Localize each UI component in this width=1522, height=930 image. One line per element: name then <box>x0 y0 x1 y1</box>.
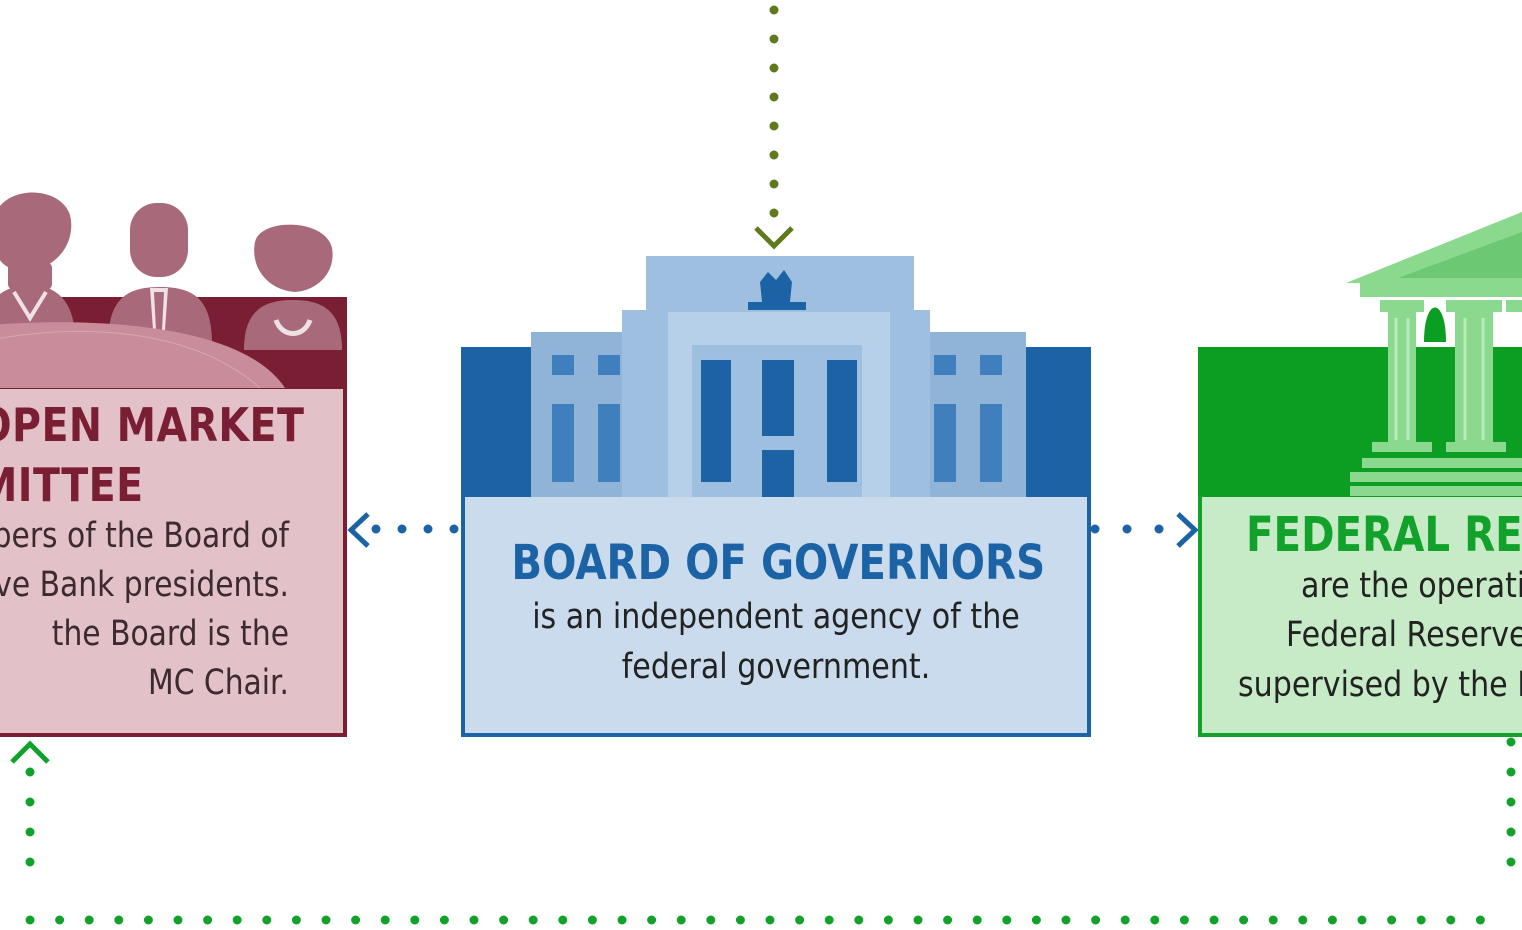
fomc-description: mbers of the Board of serve Bank preside… <box>0 512 289 708</box>
top-connector <box>754 5 794 250</box>
federal-reserve-banks-card <box>1198 497 1522 737</box>
fomc-body-line: mbers of the Board of <box>0 516 289 556</box>
fomc-body-line: the Board is the <box>51 614 289 654</box>
reserve-banks-body-line: supervised by the Bo <box>1238 665 1522 705</box>
board-body-line: is an independent agency of the <box>532 597 1020 637</box>
board-description: is an independent agency of the federal … <box>505 592 1047 692</box>
fomc-body-line: MC Chair. <box>148 663 289 703</box>
bottom-loop-connector <box>10 737 1516 925</box>
reserve-banks-title: FEDERAL RESE <box>1246 507 1522 563</box>
board-to-reserve-banks-connector <box>1090 512 1199 548</box>
board-to-fomc-connector <box>347 512 459 548</box>
board-body-line: federal government. <box>621 647 931 687</box>
reserve-banks-body-line: are the operatin <box>1301 566 1522 606</box>
right-arrowhead <box>1176 512 1199 548</box>
left-arrowhead <box>347 512 370 548</box>
bottom-arrowhead-up <box>10 740 50 764</box>
top-arrowhead-down <box>754 226 794 250</box>
fomc-card <box>0 385 347 737</box>
fomc-body-line: serve Bank presidents. <box>0 565 289 605</box>
board-of-governors-card <box>461 497 1091 737</box>
fomc-title-line-1: OPEN MARKET <box>0 398 305 452</box>
board-title: BOARD OF GOVERNORS <box>511 535 1046 591</box>
reserve-banks-body-line: Federal Reserve S <box>1286 615 1522 655</box>
fomc-title-line-2: MITTEE <box>0 458 144 512</box>
